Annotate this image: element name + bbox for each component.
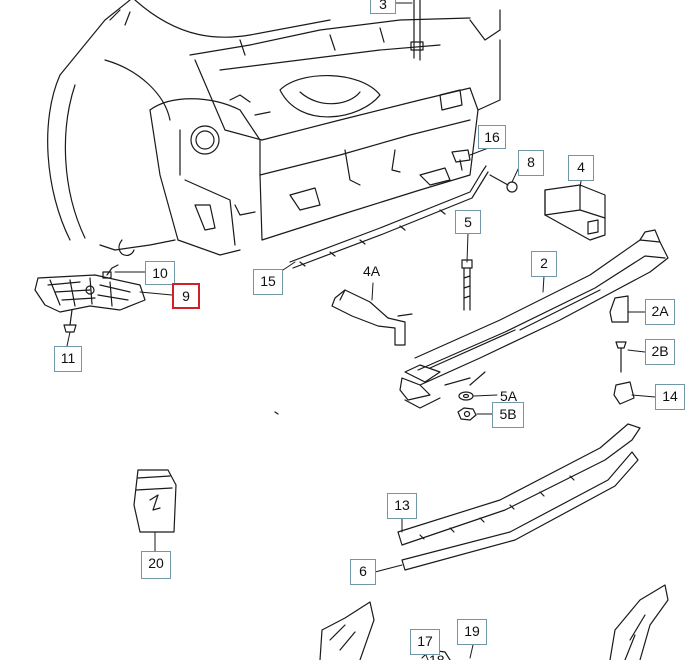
nut-part-5B — [457, 407, 477, 421]
callout-4[interactable]: 4 — [568, 155, 594, 181]
callout-5A[interactable]: 5A — [500, 388, 518, 404]
bolt-part-5 — [461, 259, 473, 311]
towing-eye-part-4A — [331, 289, 413, 346]
absorber-part-4 — [544, 184, 606, 241]
washer-part-5A — [458, 391, 474, 401]
callout-5[interactable]: 5 — [455, 210, 481, 234]
bumper-cover-pieces — [319, 584, 669, 660]
callout-17[interactable]: 17 — [410, 629, 440, 655]
callout-13[interactable]: 13 — [387, 493, 417, 519]
callout-2A[interactable]: 2A — [645, 299, 675, 325]
callout-8[interactable]: 8 — [518, 150, 544, 176]
callout-11[interactable]: 11 — [54, 346, 82, 372]
seal-strip-part-15 — [289, 165, 489, 269]
stray-mark — [274, 411, 279, 415]
trim-part-13 — [397, 423, 641, 546]
rivet-part-2B — [615, 341, 627, 373]
cap-part-14 — [613, 381, 635, 405]
screw-part-11 — [63, 309, 77, 333]
callout-2B[interactable]: 2B — [645, 339, 675, 365]
vehicle-body-rear — [47, 0, 501, 256]
label-sticker-part-20 — [133, 469, 177, 533]
callout-20[interactable]: 20 — [141, 551, 171, 579]
callout-2[interactable]: 2 — [531, 251, 557, 277]
callout-10[interactable]: 10 — [145, 261, 175, 285]
callout-6[interactable]: 6 — [350, 559, 376, 585]
callout-16[interactable]: 16 — [478, 125, 506, 149]
screw-part-8 — [489, 174, 518, 193]
callout-5B[interactable]: 5B — [492, 402, 524, 428]
callout-9-selected[interactable]: 9 — [172, 283, 200, 309]
bracket-part-9 — [34, 274, 146, 313]
bolt-part-10 — [102, 264, 119, 279]
callout-14[interactable]: 14 — [655, 384, 685, 410]
bracket-part-2A — [609, 295, 629, 323]
callout-3[interactable]: 3 — [370, 0, 396, 14]
callout-15[interactable]: 15 — [253, 269, 283, 295]
callout-19[interactable]: 19 — [457, 619, 487, 645]
bumper-carrier-part-2 — [399, 229, 669, 409]
trim-strip-part-6 — [401, 451, 639, 571]
clip-part-16 — [451, 149, 471, 171]
callout-4A[interactable]: 4A — [363, 263, 381, 279]
callout-18[interactable]: 18 — [429, 652, 445, 660]
